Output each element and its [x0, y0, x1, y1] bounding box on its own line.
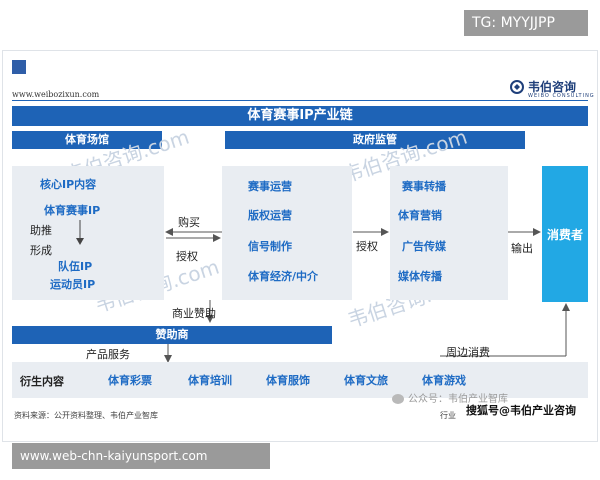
buy-label: 购买	[178, 216, 200, 229]
venue-bar: 体育场馆	[12, 131, 162, 149]
derivative-item: 体育培训	[188, 374, 232, 387]
source-note: 资料来源：公开资料整理、韦伯产业智库	[14, 411, 158, 420]
core-ip-panel	[12, 166, 164, 300]
website-text: www.weibozixun.com	[12, 90, 100, 99]
logo-square-icon	[12, 60, 26, 74]
arrow-down-icon	[70, 218, 100, 248]
brand-logo-icon	[510, 79, 524, 94]
derivative-item: 体育游戏	[422, 374, 466, 387]
sohu-watermark: 搜狐号@韦伯产业咨询	[466, 404, 576, 417]
push-label: 助推	[30, 224, 52, 237]
form-label: 形成	[30, 244, 52, 257]
government-bar: 政府监管	[225, 131, 525, 149]
athlete-ip-label: 运动员IP	[50, 278, 96, 291]
diagram-frame	[2, 50, 598, 442]
footer-url: www.web-chn-kaiyunsport.com	[12, 443, 270, 469]
right-item: 赛事转播	[402, 180, 446, 193]
sponsor-bar: 赞助商	[12, 326, 332, 344]
brand-subtitle: WEIBO CONSULTING	[528, 93, 595, 99]
middle-item: 赛事运营	[248, 180, 292, 193]
right-item: 广告传媒	[402, 240, 446, 253]
team-ip-label: 队伍IP	[58, 260, 93, 273]
derivatives-panel	[12, 362, 588, 398]
license-left-label: 授权	[176, 250, 198, 263]
header-rule	[12, 100, 588, 101]
middle-item: 体育经济/中介	[248, 270, 319, 283]
output-label: 输出	[511, 242, 533, 255]
right-item: 体育营销	[398, 209, 442, 222]
consumer-box: 消费者	[542, 166, 588, 302]
operations-panel	[222, 166, 352, 300]
brand-name: 韦伯咨询	[528, 80, 577, 94]
derivatives-label: 衍生内容	[20, 375, 64, 388]
tg-tag: TG: MYYJJPP	[464, 10, 588, 36]
middle-item: 信号制作	[248, 240, 292, 253]
media-panel	[390, 166, 508, 300]
wechat-icon	[392, 390, 406, 404]
derivative-item: 体育彩票	[108, 374, 152, 387]
license-right-label: 授权	[356, 240, 378, 253]
surrounding-label: 周边消费	[446, 346, 490, 359]
core-ip-label: 核心IP内容	[40, 178, 97, 191]
event-ip-label: 体育赛事IP	[44, 204, 101, 217]
source-tail: 行业	[440, 411, 456, 420]
product-service-label: 产品服务	[86, 348, 130, 361]
derivative-item: 体育文旅	[344, 374, 388, 387]
wechat-watermark: 公众号：韦伯产业智库	[408, 394, 508, 405]
middle-item: 版权运营	[248, 209, 292, 222]
commercial-sponsor-label: 商业赞助	[172, 307, 216, 320]
derivative-item: 体育服饰	[266, 374, 310, 387]
title-bar: 体育赛事IP产业链	[12, 106, 588, 126]
right-item: 媒体传播	[398, 270, 442, 283]
